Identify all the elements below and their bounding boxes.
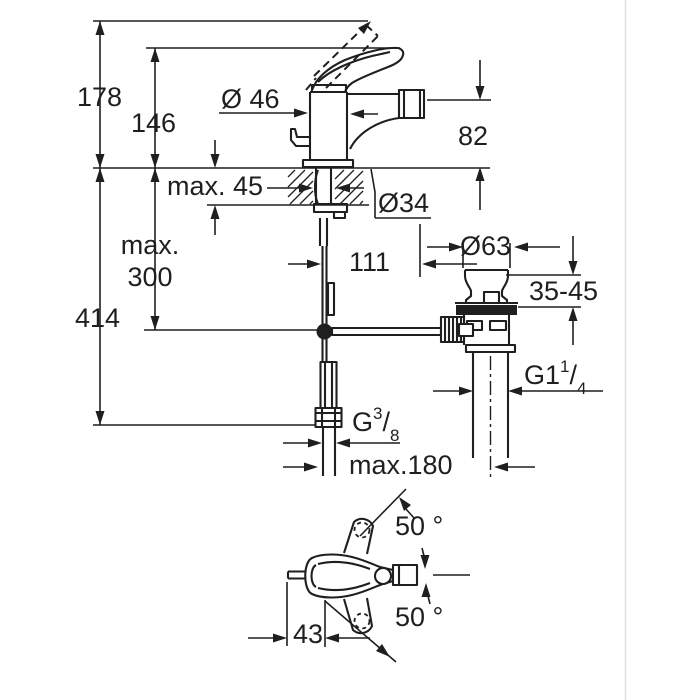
dim-hose-max-line2: 300 <box>127 262 173 293</box>
dim-hose-max-label: max. 300 <box>112 229 188 294</box>
dim-swivel-up-label: 50 ° <box>395 511 444 541</box>
dim-overall-depth-label: 414 <box>75 303 121 333</box>
dim-deck-max-label: max. 45 <box>167 171 264 201</box>
dim-swivel-down-label: 50 ° <box>395 602 444 632</box>
drain-thread-slash: / <box>569 360 578 390</box>
faucet-plan-view <box>288 519 417 633</box>
drain-thread-base: G1 <box>524 360 561 390</box>
dim-waste-diameter-label: Ø63 <box>460 231 512 261</box>
raised-handle-dashes <box>306 21 378 90</box>
pop-up-waste <box>441 270 518 480</box>
dim-handle-offset-label: 43 <box>293 619 324 649</box>
faucet-side-view <box>291 21 441 476</box>
drain-thread-sup: 1 <box>560 357 570 376</box>
dim-body-diameter-label: Ø 46 <box>221 84 280 114</box>
dim-hose-max-line1: max. <box>120 230 180 260</box>
dim-hole-diameter-label: Ø34 <box>378 188 430 218</box>
supply-thread-slash: / <box>382 407 390 437</box>
dim-supply-thread-label: G3/8 <box>352 404 399 444</box>
supply-thread-sub: 8 <box>390 426 400 446</box>
dim-total-height-label: 178 <box>77 82 123 112</box>
dim-spout-height-label: 82 <box>458 121 489 151</box>
dim-reach-max-label: max.180 <box>349 450 453 480</box>
dim-handle-height-label: 146 <box>131 108 177 138</box>
supply-thread-base: G <box>352 407 374 437</box>
dimension-lines <box>93 21 603 662</box>
dim-drain-thread-label: G11/4 <box>524 357 586 397</box>
drain-thread-sub: 4 <box>577 379 587 399</box>
dim-rod-offset-label: 111 <box>349 247 391 277</box>
dim-waste-range-label: 35-45 <box>529 276 599 306</box>
supply-thread-sup: 3 <box>373 404 383 423</box>
